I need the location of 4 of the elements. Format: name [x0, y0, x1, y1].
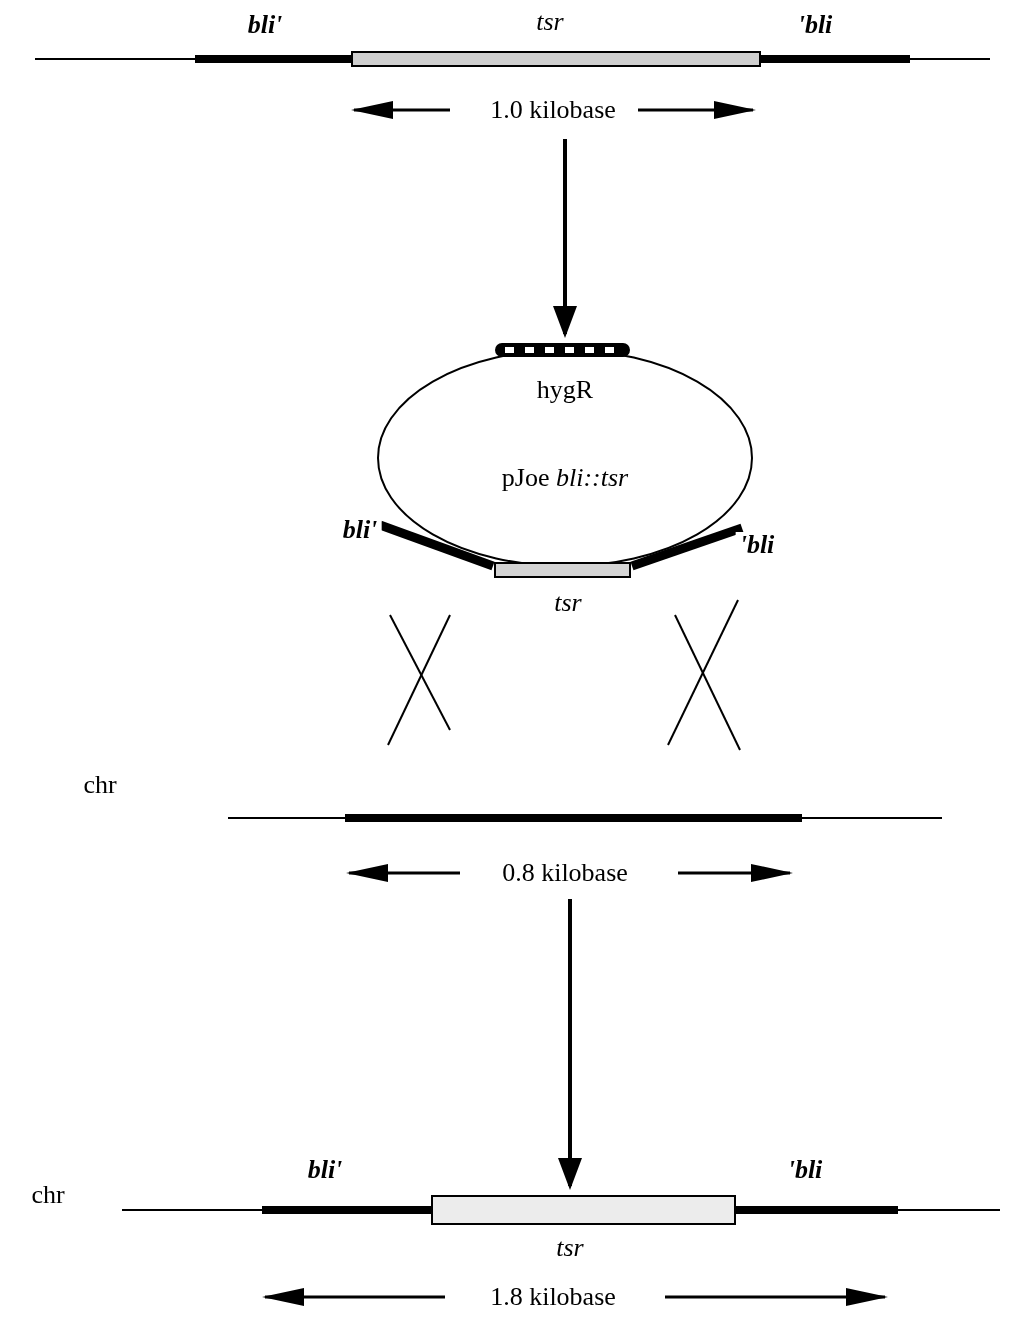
- plasmid-name: pJoe bli::tsr: [501, 465, 629, 491]
- arrow: [558, 899, 582, 1190]
- chromosome-label: chr: [31, 1182, 65, 1208]
- arrow: [553, 139, 577, 338]
